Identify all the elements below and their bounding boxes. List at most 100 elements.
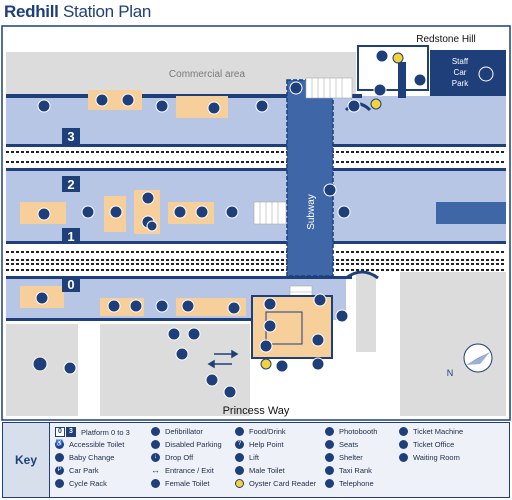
lift-icon — [313, 293, 327, 307]
accessible-toilet-icon — [195, 205, 209, 219]
accessible-toilet-icon — [95, 93, 109, 107]
oyster-card-reader-icon — [260, 358, 272, 370]
food-drink-icon — [235, 427, 244, 436]
oyster-card-reader-icon — [370, 98, 382, 110]
platform-2-badge: 2 — [62, 176, 80, 192]
cycle-rack-icon — [205, 373, 219, 387]
key-item-male-toilet: Male Toilet — [235, 466, 285, 475]
commercial-area-label: Commercial area — [169, 69, 246, 80]
staff-car-park-label-2: Car — [454, 68, 467, 77]
key-item-telephone: Telephone — [325, 479, 374, 488]
help-point-icon — [155, 299, 169, 313]
svg-text:2: 2 — [67, 177, 74, 192]
stairs-platform-2 — [253, 201, 287, 225]
title-rest: Station Plan — [58, 2, 152, 21]
shelter-icon — [325, 453, 334, 462]
waiting-room-icon — [399, 453, 408, 462]
east-grey-right — [356, 274, 376, 352]
key-item-disabled-parking: Disabled Parking — [151, 440, 222, 449]
seats-icon — [311, 357, 325, 371]
help-point-icon — [63, 361, 77, 375]
female-toilet-icon — [141, 191, 155, 205]
oyster-card-readers — [260, 52, 404, 370]
oyster-card-reader-icon — [235, 479, 244, 488]
track-lower — [6, 250, 506, 272]
defibrillator-icon — [151, 427, 160, 436]
seats-icon — [155, 99, 169, 113]
princess-way-label: Princess Way — [223, 405, 290, 417]
key-item-lift: Lift — [235, 453, 259, 462]
key-item-taxi-rank: Taxi Rank — [325, 466, 372, 475]
taxi-rank-icon — [325, 466, 334, 475]
entrance-exit-icon — [35, 291, 49, 305]
key-item-female-toilet: Female Toilet — [151, 479, 209, 488]
car-park-icon — [478, 66, 494, 82]
photobooth-icon — [335, 309, 349, 323]
platform-1-badge: 1 — [62, 228, 80, 244]
help-point-icon: ? — [235, 440, 244, 449]
key-item-drop-off: ↓ Drop Off — [151, 453, 193, 462]
entrance-exit-icon — [37, 207, 51, 221]
east-canopy — [436, 202, 506, 224]
waiting-room-icon — [146, 220, 158, 232]
east-grey-upper — [400, 270, 506, 416]
telephone-icon — [311, 333, 325, 347]
male-toilet-icon — [235, 466, 244, 475]
ticket-office-icon — [399, 440, 408, 449]
seats-icon — [225, 205, 239, 219]
seats-icon — [347, 99, 361, 113]
disabled-parking-icon — [223, 385, 237, 399]
key-item-photobooth: Photobooth — [325, 427, 377, 436]
ticket-machine-icon — [275, 359, 289, 373]
subway-corridor — [286, 79, 334, 277]
station-map: Subway 3 2 1 0 — [1, 25, 511, 421]
key-item-ticket-machine: Ticket Machine — [399, 427, 463, 436]
building-p0-c — [176, 298, 246, 316]
seats-icon — [325, 440, 334, 449]
entrance-exit-icon: ↔ — [151, 465, 160, 475]
lift-icon — [375, 49, 389, 63]
disabled-parking-icon — [151, 440, 160, 449]
stairs-north — [305, 77, 353, 99]
key-item-accessible-toilet: ♿ Accessible Toilet — [55, 440, 125, 449]
car-park-icon: P — [55, 466, 64, 475]
ticket-office-icon — [263, 319, 277, 333]
baby-change-icon — [55, 453, 64, 462]
baby-change-icon — [121, 93, 135, 107]
staff-car-park-label-1: Staff — [452, 57, 469, 66]
key-item-shelter: Shelter — [325, 453, 363, 462]
waiting-room-icon — [207, 101, 221, 115]
drop-off-icon — [175, 347, 189, 361]
oyster-card-reader-icon — [392, 52, 404, 64]
key-item-oyster-card-reader: Oyster Card Reader — [235, 479, 316, 488]
key-item-entrance-exit: ↔ Entrance / Exit — [151, 465, 214, 476]
key-item-seats: Seats — [325, 440, 358, 449]
key-item-baby-change: Baby Change — [55, 453, 114, 462]
baby-change-icon — [181, 299, 195, 313]
seats-icon — [81, 205, 95, 219]
defibrillator-icon — [323, 183, 337, 197]
svg-text:1: 1 — [67, 229, 74, 244]
lift-icon — [289, 81, 303, 95]
entrance-arrows — [207, 349, 239, 369]
shelter-icon — [259, 339, 273, 353]
map-title: Redhill Station Plan — [4, 2, 151, 22]
entrance-exit-icon — [373, 83, 387, 97]
photobooth-icon — [325, 427, 334, 436]
lift-icon — [337, 205, 351, 219]
female-toilet-icon — [151, 479, 160, 488]
staff-car-park-label-3: Park — [452, 79, 469, 88]
svg-text:3: 3 — [67, 129, 74, 144]
seats-icon — [255, 99, 269, 113]
platform-3-badge: 3 — [62, 128, 80, 144]
track-upper — [6, 150, 506, 164]
key-item-cycle-rack: Cycle Rack — [55, 479, 107, 488]
svg-text:0: 0 — [67, 277, 74, 292]
lift-icon — [235, 453, 244, 462]
key-item-ticket-office: Ticket Office — [399, 440, 454, 449]
key-title: Key — [3, 423, 50, 497]
redstone-hill-label: Redstone Hill — [416, 34, 475, 45]
accessible-toilet-icon: ♿ — [55, 440, 64, 449]
svg-text:N: N — [447, 368, 454, 378]
